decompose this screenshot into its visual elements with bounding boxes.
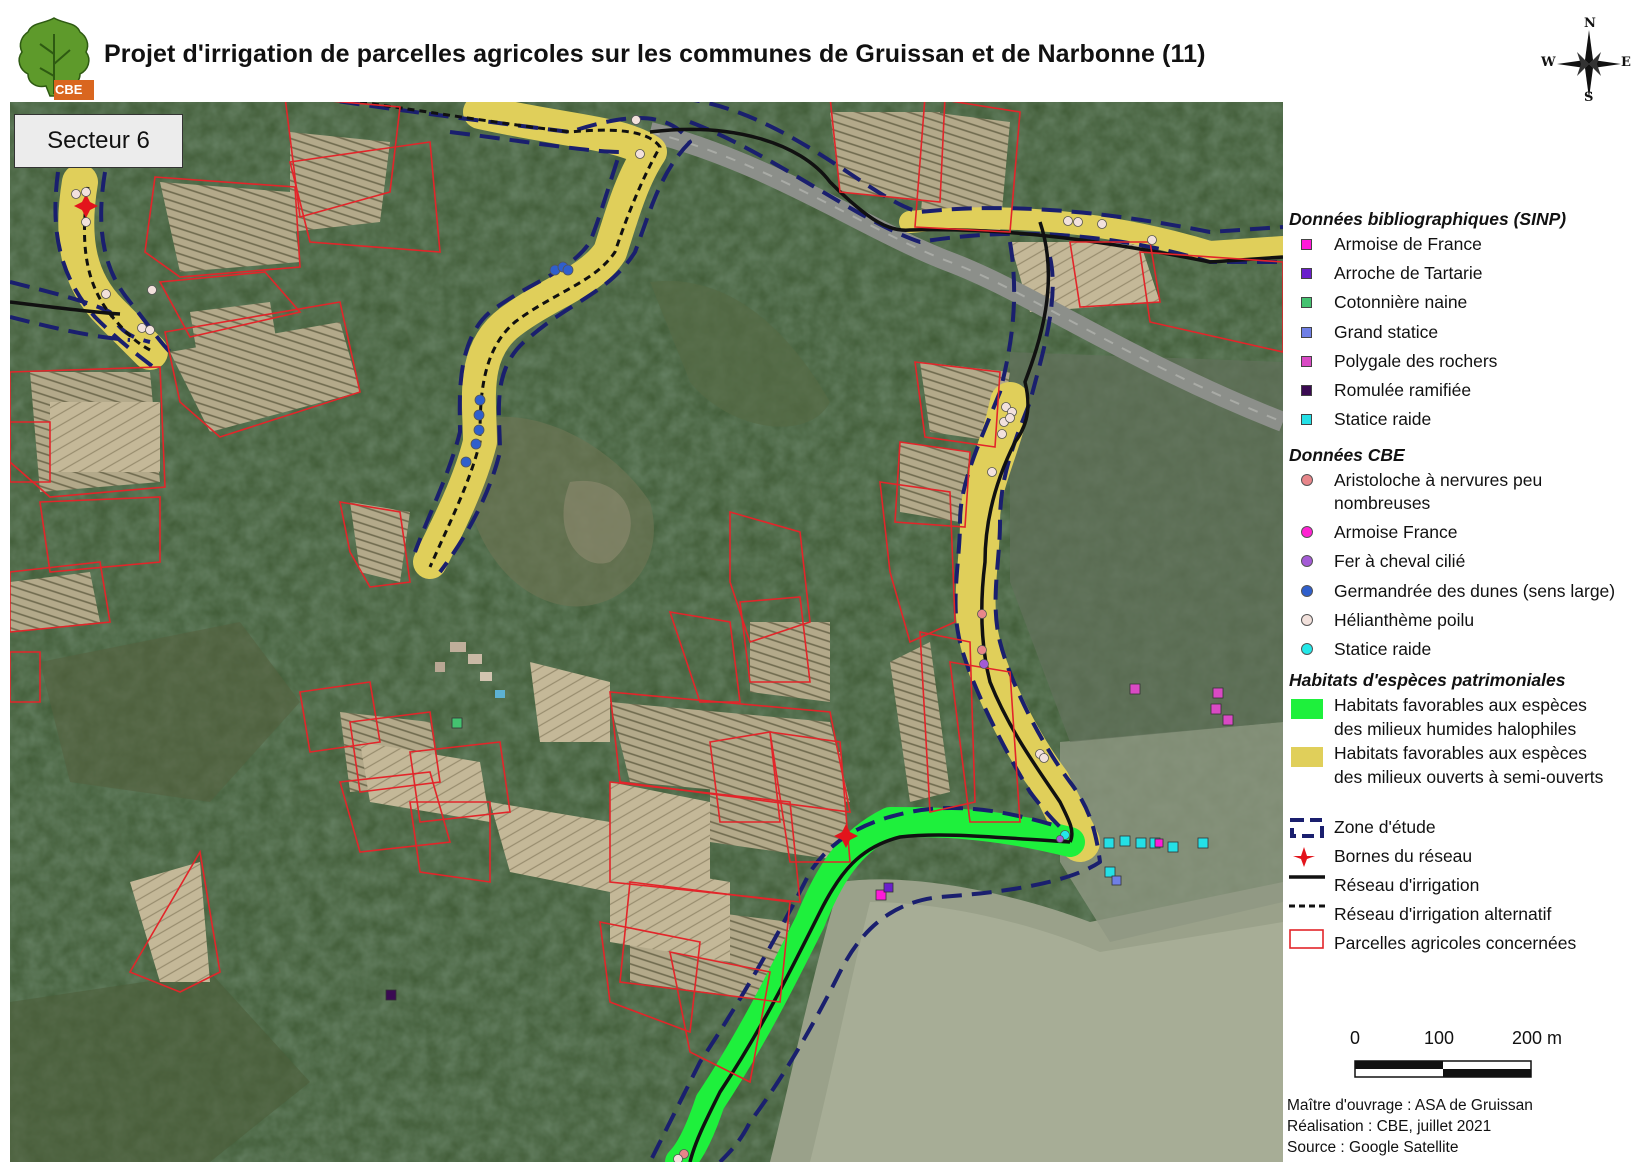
- satellite-map[interactable]: [10, 102, 1283, 1162]
- compass-w: W: [1541, 55, 1556, 70]
- compass-e: E: [1621, 55, 1631, 70]
- credits-owner: Maître d'ouvrage : ASA de Gruissan: [1287, 1097, 1533, 1114]
- compass-rose-icon: [1557, 30, 1621, 98]
- scale-label-0: 0: [1350, 1028, 1361, 1048]
- legend-swatch-habitat-wet: [1291, 699, 1323, 719]
- credits-author: Réalisation : CBE, juillet 2021: [1287, 1118, 1492, 1135]
- habitat-wet: [665, 807, 1085, 1162]
- legend-swatch-habitat-open: [1291, 747, 1323, 767]
- legend-biblio-symbol-5: [1301, 385, 1312, 396]
- legend-cbe-label-5: Statice raide: [1334, 639, 1432, 659]
- sinp-observations[interactable]: [385, 683, 1234, 1001]
- legend-cbe-symbol-1: [1301, 526, 1313, 539]
- legend-cbe-symbol-3: [1301, 584, 1313, 597]
- buildings: [435, 642, 505, 698]
- scale-label-100: 100: [1424, 1028, 1455, 1048]
- legend-borne-icon: [1293, 847, 1315, 867]
- borne-marker-icon: [74, 194, 98, 218]
- cbe-observations[interactable]: [71, 115, 1157, 1162]
- compass-s: S: [1584, 90, 1594, 105]
- legend-cbe-symbol-4: [1301, 613, 1313, 626]
- legend-swatch-network: [1289, 875, 1325, 879]
- cbe-logo: [18, 17, 94, 100]
- legend-label-habitat-open-1: Habitats favorables aux espèces: [1334, 743, 1587, 763]
- page-title: Projet d'irrigation de parcelles agricol…: [104, 40, 1206, 68]
- legend-biblio-symbol-3: [1301, 326, 1312, 338]
- logo-text: CBE: [55, 82, 83, 97]
- scale-label-200: 200 m: [1512, 1028, 1563, 1048]
- legend-cbe-label-0-line2: nombreuses: [1334, 493, 1431, 513]
- legend-label-bornes: Bornes du réseau: [1334, 846, 1473, 866]
- legend-biblio-symbol-4: [1301, 355, 1312, 367]
- legend-biblio-symbol-1: [1301, 268, 1312, 280]
- credits-source: Source : Google Satellite: [1287, 1139, 1459, 1156]
- legend-heading-habitats: Habitats d'espèces patrimoniales: [1289, 670, 1566, 690]
- scale-bar-graphic: [1354, 1060, 1532, 1078]
- north-arrow: N S E W: [1535, 16, 1631, 108]
- legend-heading-biblio: Données bibliographiques (SINP): [1289, 209, 1567, 229]
- compass-n: N: [1584, 16, 1596, 31]
- legend-cbe-symbol-2: [1301, 555, 1313, 568]
- legend-biblio-label-5: Romulée ramifiée: [1334, 380, 1472, 400]
- legend-biblio-symbol-0: [1301, 239, 1312, 250]
- scale-bar: 0 100 200 m: [1350, 1028, 1610, 1088]
- legend-label-habitat-wet-1: Habitats favorables aux espèces: [1334, 695, 1587, 715]
- borne-marker-icon: [834, 824, 858, 848]
- legend-cbe-label-3: Germandrée des dunes (sens large): [1334, 580, 1616, 601]
- credits: Maître d'ouvrage : ASA de Gruissan Réali…: [1287, 1095, 1533, 1158]
- habitat-open: [58, 102, 1283, 862]
- legend-biblio-label-3: Grand statice: [1334, 321, 1439, 342]
- legend-label-zone: Zone d'étude: [1334, 817, 1436, 837]
- sector-label: Secteur 6: [14, 114, 183, 168]
- legend-swatch-parcels: [1289, 929, 1324, 949]
- legend-cbe-symbol-0: [1301, 474, 1313, 486]
- legend-biblio-symbol-6: [1301, 414, 1312, 426]
- legend-biblio-label-1: Arroche de Tartarie: [1334, 263, 1483, 284]
- legend-heading-cbe: Données CBE: [1289, 445, 1405, 465]
- legend-biblio-label-0: Armoise de France: [1334, 234, 1482, 254]
- legend-cbe-symbol-5: [1301, 643, 1313, 655]
- legend-biblio-label-2: Cotonnière naine: [1334, 292, 1468, 313]
- agricultural-parcels: [10, 102, 1283, 1084]
- legend-label-network-alt: Réseau d'irrigation alternatif: [1334, 904, 1552, 924]
- legend-cbe-label-2: Fer à cheval cilié: [1334, 551, 1466, 572]
- network-bornes: [74, 194, 858, 848]
- legend-label-habitat-wet-2: des milieux humides halophiles: [1334, 719, 1577, 739]
- legend-biblio-label-6: Statice raide: [1334, 409, 1432, 430]
- legend-label-parcels: Parcelles agricoles concernées: [1334, 933, 1577, 953]
- legend-cbe-label-4: Hélianthème poilu: [1334, 609, 1475, 630]
- legend-swatch-zone: [1290, 818, 1324, 838]
- legend-biblio-label-4: Polygale des rochers: [1334, 350, 1498, 371]
- legend-label-network: Réseau d'irrigation: [1334, 875, 1480, 895]
- legend-cbe-label-0: Aristoloche à nervures peu: [1334, 470, 1543, 490]
- legend-swatch-network-alt: [1289, 904, 1325, 908]
- legend-cbe-label-1: Armoise France: [1334, 522, 1458, 543]
- legend-label-habitat-open-2: des milieux ouverts à semi-ouverts: [1334, 767, 1604, 787]
- legend-biblio-symbol-2: [1301, 297, 1312, 309]
- study-zone-outline: [10, 102, 1283, 1162]
- map-canvas[interactable]: [10, 102, 1283, 1162]
